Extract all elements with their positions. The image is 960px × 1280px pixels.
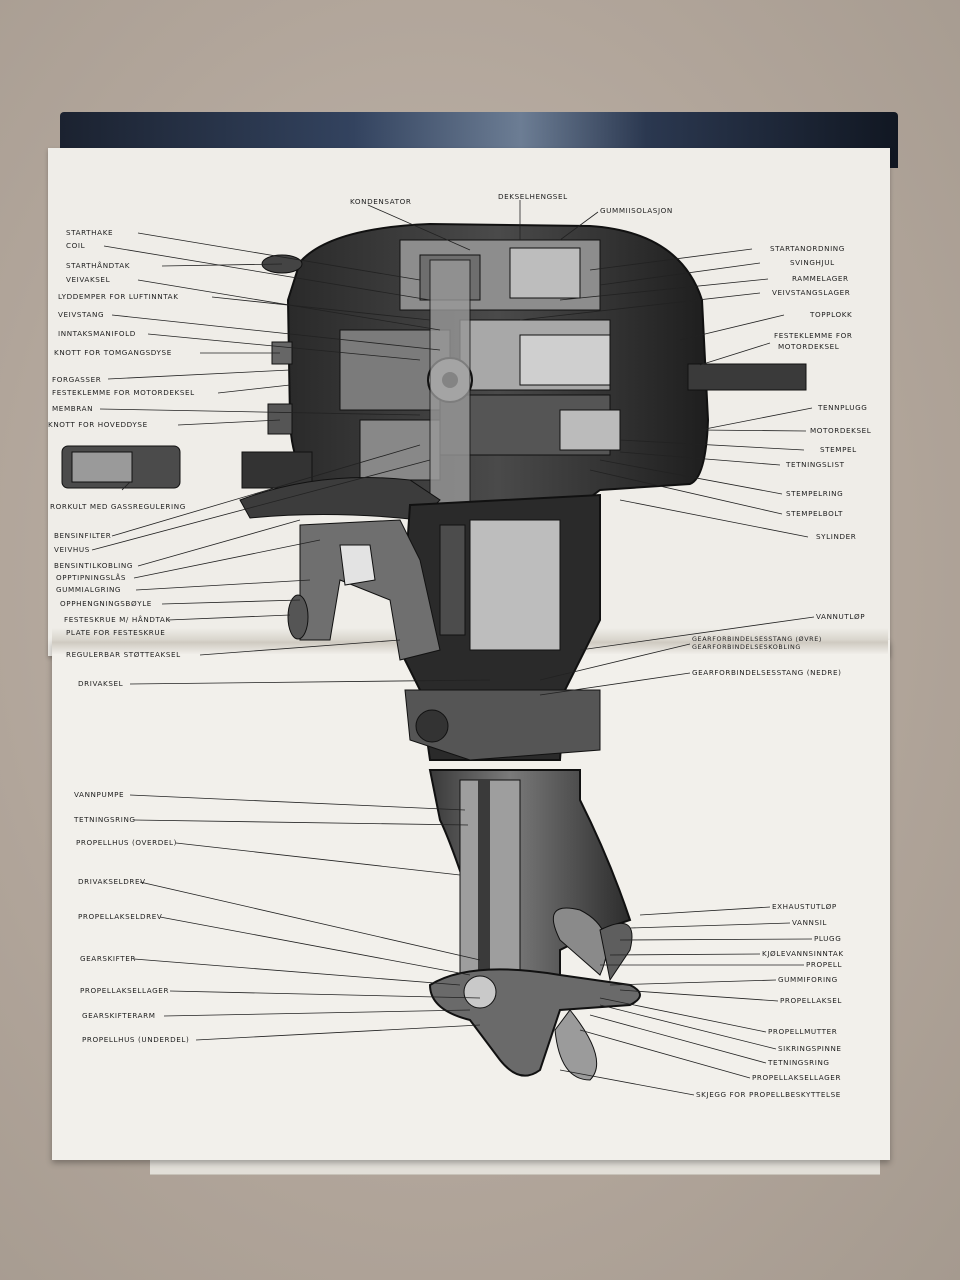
label-coil: COIL	[66, 241, 86, 250]
label-drivakseldrev: DRIVAKSELDREV	[78, 877, 146, 886]
label-gummialgring: GUMMIALGRING	[56, 585, 122, 594]
label-dekselhengsel: DEKSELHENGSEL	[498, 192, 568, 201]
label-bensintilkobling: BENSINTILKOBLING	[54, 561, 133, 570]
label-knott-tomgangsdyse: KNOTT FOR TOMGANGSDYSE	[54, 348, 172, 357]
label-starthandtak: STARTHÅNDTAK	[66, 261, 131, 270]
label-rammelager: RAMMELAGER	[792, 274, 849, 283]
label-forgasser: FORGASSER	[52, 375, 102, 384]
label-veivhus: VEIVHUS	[54, 545, 90, 554]
label-opphengningsboyle: OPPHENGNINGSBØYLE	[60, 599, 152, 608]
label-tetningsring-left: TETNINGSRING	[74, 815, 136, 824]
label-festeklemme-motordeksel: FESTEKLEMME FOR MOTORDEKSEL	[52, 388, 195, 397]
label-gearforbindelsesstang-nedre: GEARFORBINDELSESSTANG (NEDRE)	[692, 668, 842, 677]
label-tetningslist: TETNINGSLIST	[786, 460, 845, 469]
label-rorkult: RORKULT MED GASSREGULERING	[50, 502, 186, 511]
label-motordeksel: MOTORDEKSEL	[810, 426, 872, 435]
label-startanordning: STARTANORDNING	[770, 244, 845, 253]
label-sylinder: SYLINDER	[816, 532, 857, 541]
label-propellhus-underdel: PROPELLHUS (UNDERDEL)	[82, 1035, 190, 1044]
label-propellaksellager-left: PROPELLAKSELLAGER	[80, 986, 170, 995]
label-veivstang: VEIVSTANG	[58, 310, 105, 319]
label-festeklemme-for: FESTEKLEMME FOR	[774, 331, 853, 340]
label-lyddemper: LYDDEMPER FOR LUFTINNTAK	[58, 292, 179, 301]
label-vannutlop: VANNUTLØP	[816, 612, 866, 621]
label-gearskifter: GEARSKIFTER	[80, 954, 136, 963]
label-propell: PROPELL	[806, 960, 843, 969]
label-gummiforing: GUMMIFORING	[778, 975, 838, 984]
label-stempelbolt: STEMPELBOLT	[786, 509, 844, 518]
label-stempel: STEMPEL	[820, 445, 857, 454]
label-tennplugg: TENNPLUGG	[818, 403, 868, 412]
label-sikringspinne: SIKRINGSPINNE	[778, 1044, 842, 1053]
label-propellmutter: PROPELLMUTTER	[768, 1027, 838, 1036]
label-propellaksellager-right: PROPELLAKSELLAGER	[752, 1073, 842, 1082]
label-regulerbar-stotteaksel: REGULERBAR STØTTEAKSEL	[66, 650, 181, 659]
label-veivaksel: VEIVAKSEL	[66, 275, 111, 284]
label-kondensator: KONDENSATOR	[350, 197, 412, 206]
label-skjegg-propellbeskyttelse: SKJEGG FOR PROPELLBESKYTTELSE	[696, 1090, 841, 1099]
label-vannsil: VANNSIL	[792, 918, 828, 927]
label-topplokk: TOPPLOKK	[810, 310, 853, 319]
label-knott-hoveddyse: KNOTT FOR HOVEDDYSE	[48, 420, 148, 429]
label-starthake: STARTHAKE	[66, 228, 114, 237]
page-stack-edge-lower	[150, 1158, 880, 1175]
label-gearskifterarm: GEARSKIFTERARM	[82, 1011, 156, 1020]
label-svinghjul: SVINGHJUL	[790, 258, 835, 267]
label-propellaksel: PROPELLAKSEL	[780, 996, 842, 1005]
label-veivstangslager: VEIVSTANGSLAGER	[772, 288, 851, 297]
label-membran: MEMBRAN	[52, 404, 94, 413]
label-propellakseldrev: PROPELLAKSELDREV	[78, 912, 163, 921]
label-stempelring: STEMPELRING	[786, 489, 844, 498]
label-plugg: PLUGG	[814, 934, 842, 943]
label-gummiisolasjon: GUMMIISOLASJON	[600, 206, 673, 215]
label-opptipningslas: OPPTIPNINGSLÅS	[56, 573, 127, 582]
label-bensinfilter: BENSINFILTER	[54, 531, 112, 540]
label-propellhus-overdel: PROPELLHUS (OVERDEL)	[76, 838, 178, 847]
label-plate-festeskrue: PLATE FOR FESTESKRUE	[66, 628, 166, 637]
label-tetningsring-right: TETNINGSRING	[768, 1058, 830, 1067]
label-gearforbindelseskobling: GEARFORBINDELSESKOBLING	[692, 643, 801, 651]
label-vannpumpe: VANNPUMPE	[74, 790, 125, 799]
label-drivaksel: DRIVAKSEL	[78, 679, 124, 688]
label-festeskrue-handtak: FESTESKRUE M/ HÅNDTAK	[64, 615, 171, 624]
label-kjolevannsinntak: KJØLEVANNSINNTAK	[762, 949, 844, 958]
label-exhaustutlop: EXHAUSTUTLØP	[772, 902, 837, 911]
label-gearforbindelsesstang-ovre: GEARFORBINDELSESSTANG (ØVRE)	[692, 635, 822, 643]
label-motordeksel-top: MOTORDEKSEL	[778, 342, 840, 351]
label-inntaksmanifold: INNTAKSMANIFOLD	[58, 329, 136, 338]
